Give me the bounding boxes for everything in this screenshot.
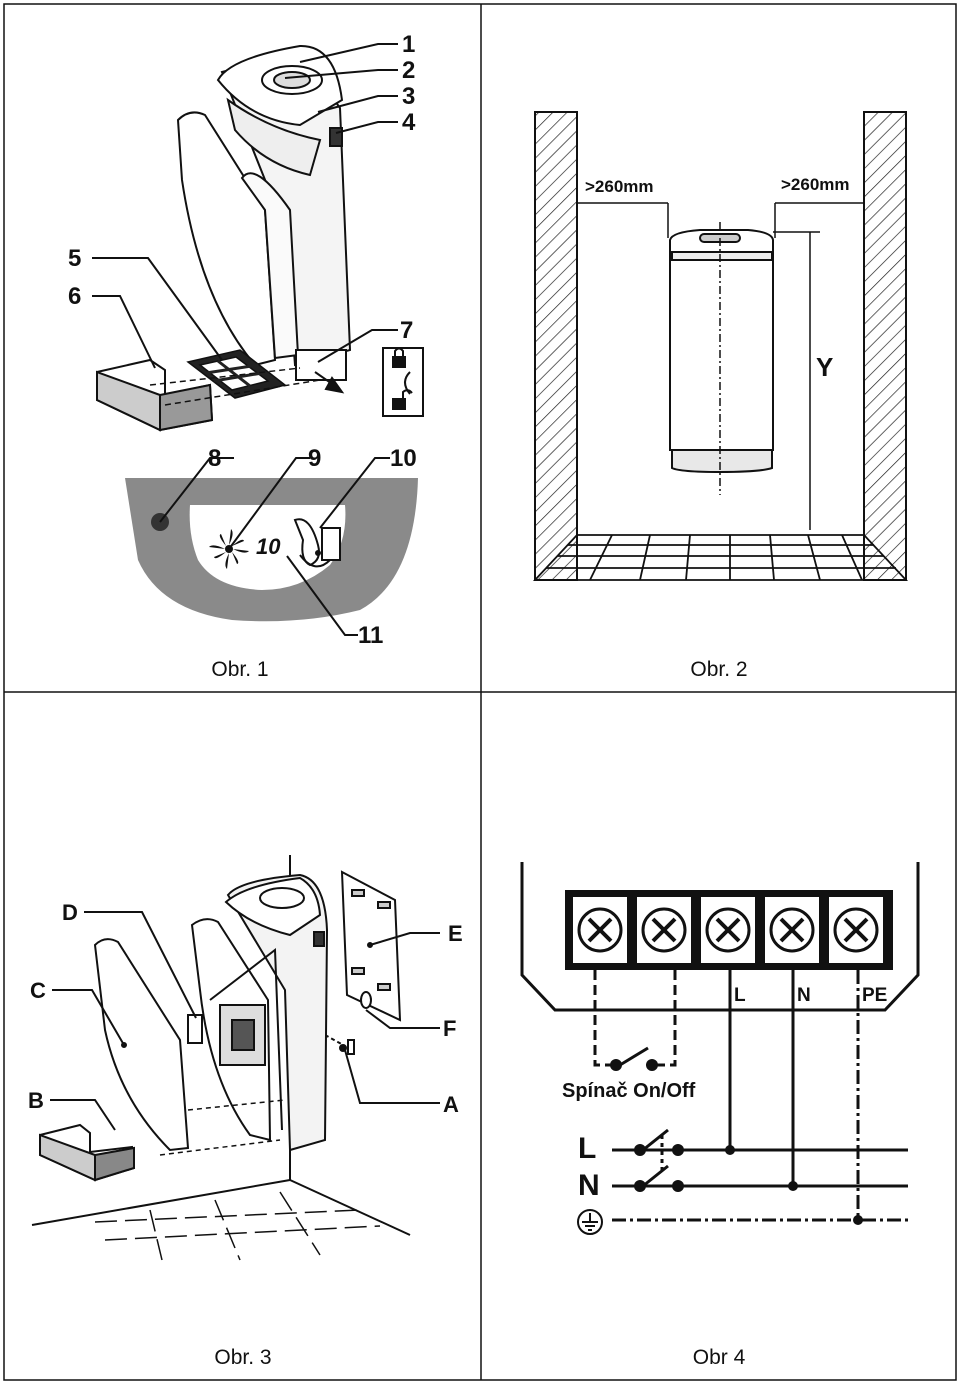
panel-grid [3,3,957,1381]
fig3-callouts: D C B E F A [28,900,463,1117]
filter-grid [186,349,287,399]
line-label-n: N [578,1169,600,1202]
fig3-assembly-guides [159,1099,286,1156]
clearance-left-label: >260mm [585,177,654,196]
padlock-open-icon [392,398,406,410]
water-tray [96,358,214,432]
display-readout: 10 [256,534,281,559]
callout-2: 2 [402,57,415,84]
tray-b [39,1123,136,1182]
callout-1: 1 [402,31,415,58]
rotate-arrow-icon [404,371,411,395]
fig4-caption: Obr 4 [693,1346,746,1369]
switch-wire [593,970,612,1067]
callout-7: 7 [400,317,413,344]
callout-b: B [28,1088,44,1113]
fig1-panel: 10 1 2 3 4 5 [68,31,424,681]
fig2-caption: Obr. 2 [690,658,747,681]
front-cover [93,938,203,1152]
fig3-caption: Obr. 3 [214,1346,271,1369]
callout-leaders [92,43,398,636]
control-panel-closeup: 10 [125,478,418,622]
terminal-block [565,890,893,970]
callout-3: 3 [402,83,415,110]
screw-anchor [324,1034,355,1055]
fig3-panel: D C B E F A Obr. 3 [28,855,463,1369]
walls [534,111,907,581]
callout-f: F [443,1016,456,1041]
fig1-caption: Obr. 1 [211,658,268,681]
dryer-illustration [176,44,352,381]
callout-5: 5 [68,245,81,272]
callout-d: D [62,900,78,925]
terminal-label-pe: PE [862,985,887,1006]
callout-8: 8 [208,445,221,472]
callout-c: C [30,978,46,1003]
terminal-label-n: N [797,985,811,1006]
callout-numbers: 1 2 3 4 5 6 7 8 9 10 11 [68,31,417,649]
release-arrow [314,371,345,394]
hand-sensor-icon [293,518,341,568]
lock-box [382,347,424,417]
callout-6: 6 [68,283,81,310]
switch-label: Spínač On/Off [562,1080,696,1102]
fig4-panel: L N PE Spínač On/Off L N Obr 4 [520,862,920,1369]
height-label: Y [816,352,833,382]
mounting-plate [340,870,402,1022]
callout-9: 9 [308,445,321,472]
callout-11: 11 [358,622,383,649]
callout-e: E [448,921,463,946]
fan-icon [209,529,249,569]
line-label-l: L [578,1132,596,1165]
terminal-label-l: L [734,985,746,1006]
open-dryer [190,873,329,1152]
callout-10: 10 [390,445,417,472]
ground-icon [577,1209,603,1235]
enclosure-outline [520,862,920,1012]
padlock-closed-icon [392,356,406,368]
dimension-lines [577,202,864,530]
callout-a: A [443,1092,459,1117]
fig2-panel: >260mm >260mm Y Obr. 2 [532,111,909,681]
terminal-labels: L N PE [734,985,887,1006]
floor-tiles [532,534,909,581]
clearance-right-label: >260mm [781,175,850,194]
wiring [593,970,908,1222]
wiring-nodes [610,1059,863,1225]
dryer-front [669,229,774,474]
callout-4: 4 [402,109,416,136]
assembly-guides [149,367,321,406]
fig3-leaders [50,911,440,1131]
